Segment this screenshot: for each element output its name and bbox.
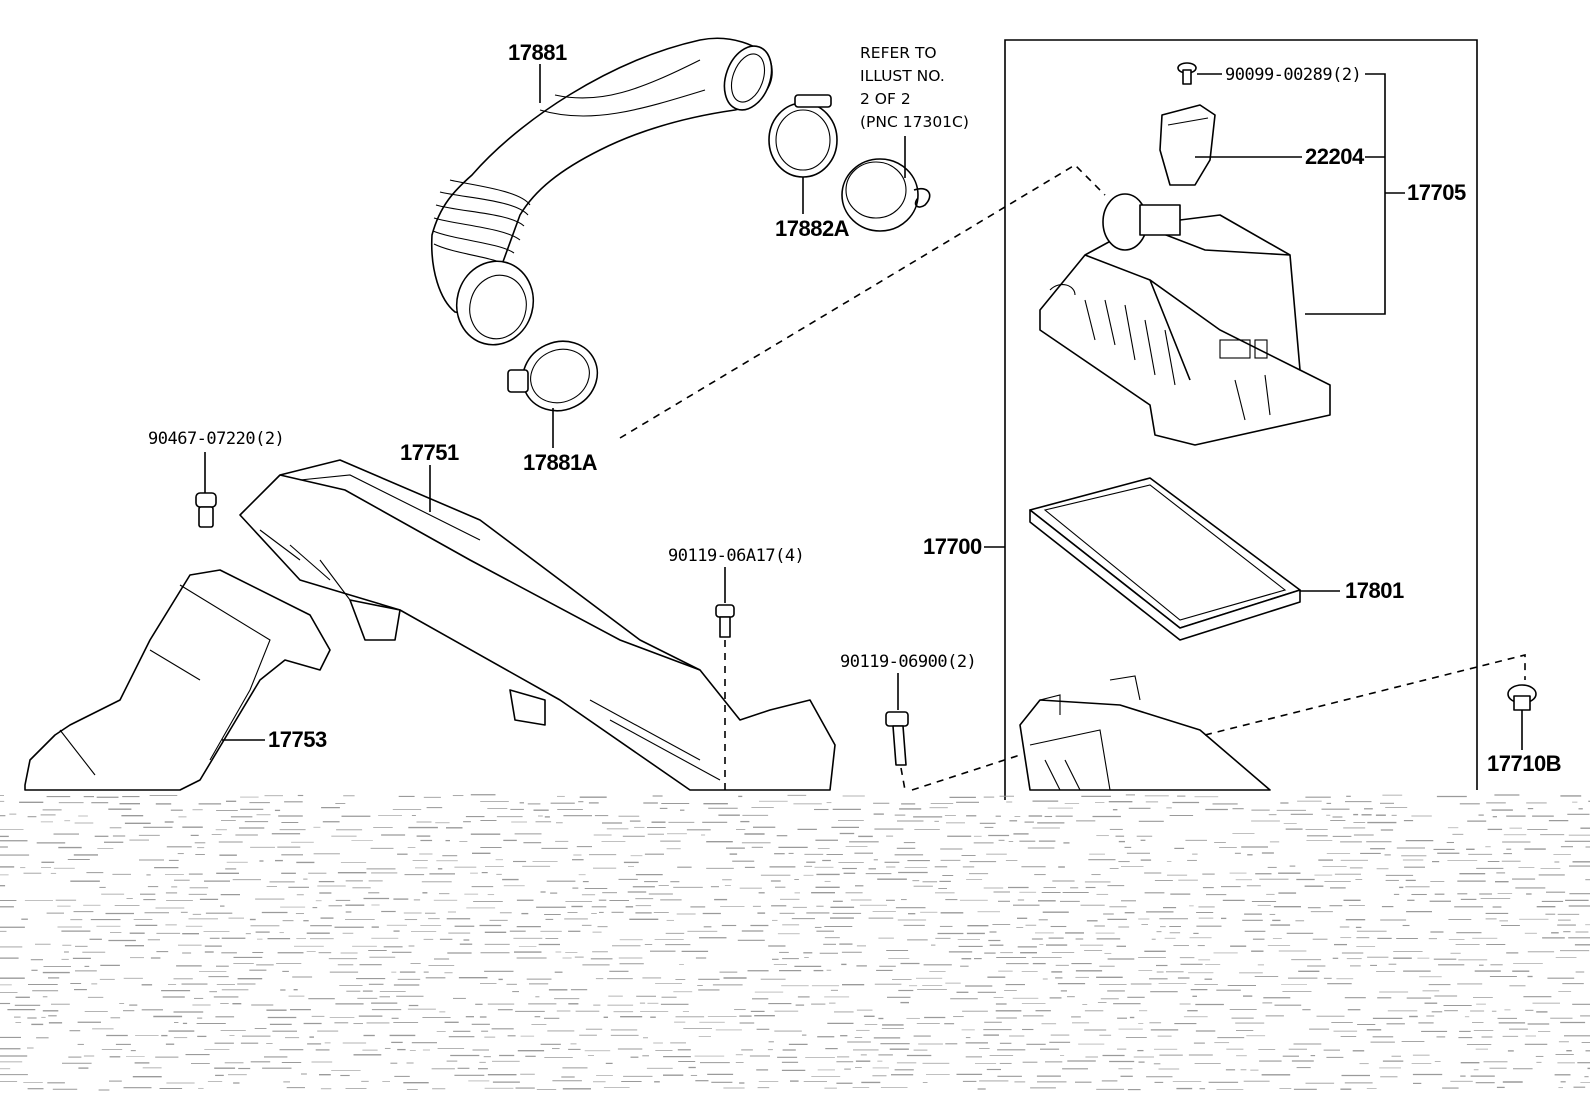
dashed-connector-bolt-b — [911, 754, 1021, 791]
air-filter-17801 — [1029, 477, 1340, 641]
air-duct-17751 — [239, 459, 836, 791]
label-17710B: 17710B — [1487, 751, 1561, 776]
clamp-17882A — [768, 94, 838, 178]
label-90099-00289: 90099-00289(2) — [1225, 65, 1361, 85]
label-90467-07220: 90467-07220(2) — [148, 429, 284, 449]
label-17881: 17881 — [508, 40, 567, 65]
label-17881A: 17881A — [523, 450, 598, 475]
air-cleaner-lower-case — [1019, 675, 1271, 791]
grommet-17710B — [1507, 684, 1537, 750]
scan-noise-region — [0, 794, 1590, 1091]
clip-90467 — [195, 452, 217, 528]
note-refer: REFER TO ILLUST NO. 2 OF 2 (PNC 17301C) — [860, 44, 969, 131]
label-17705: 17705 — [1407, 180, 1466, 205]
note-line-4: (PNC 17301C) — [860, 113, 969, 131]
air-duct-17753 — [24, 569, 331, 791]
bolt-90119-06900 — [885, 711, 909, 791]
note-line-1: REFER TO — [860, 44, 937, 62]
label-90119-06900: 90119-06900(2) — [840, 652, 976, 672]
hose-segment-reference — [841, 136, 931, 232]
assembly-bracket-17705 — [1305, 73, 1405, 315]
note-line-3: 2 OF 2 — [860, 90, 911, 108]
label-17751: 17751 — [400, 440, 459, 465]
label-90119-06A17: 90119-06A17(4) — [668, 546, 804, 566]
label-17700: 17700 — [923, 534, 982, 559]
bolt-90119-06A17 — [715, 604, 735, 790]
label-17882A: 17882A — [775, 216, 850, 241]
label-17801: 17801 — [1345, 578, 1404, 603]
note-line-2: ILLUST NO. — [860, 67, 945, 85]
clamp-17881A — [507, 340, 599, 412]
air-cleaner-cap — [1039, 193, 1331, 446]
screw-90099 — [1177, 62, 1222, 85]
dashed-connector-grommet — [1204, 653, 1526, 736]
airflow-sensor-22204 — [1159, 104, 1302, 186]
intake-hose-17881 — [430, 37, 773, 346]
label-17753: 17753 — [268, 727, 327, 752]
assembly-bracket-17700 — [984, 39, 1478, 800]
label-22204: 22204 — [1305, 144, 1365, 169]
